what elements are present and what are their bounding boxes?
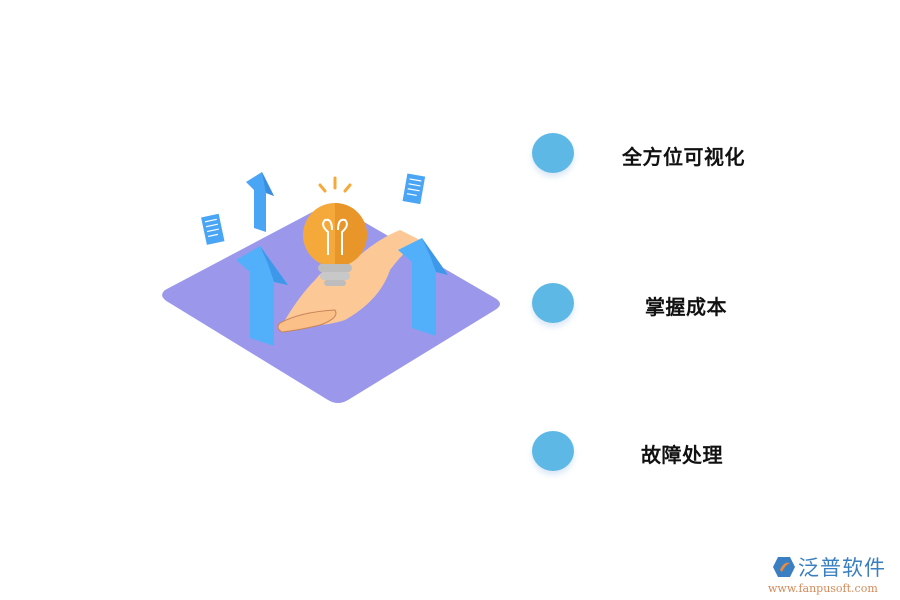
feature-item-visualization: 全方位可视化: [532, 133, 832, 177]
bullet-dot-icon: [532, 431, 574, 471]
feature-item-cost-control: 掌握成本: [532, 283, 832, 327]
brand-logo: 泛普软件 www.fanpusoft.com: [768, 552, 898, 598]
feature-label: 故障处理: [641, 443, 723, 467]
bullet-dot-icon: [532, 283, 574, 323]
brand-url: www.fanpusoft.com: [768, 582, 878, 595]
fanpu-logo-icon: [773, 557, 795, 577]
bullet-dot-icon: [532, 133, 574, 173]
feature-item-fault-handling: 故障处理: [532, 431, 832, 475]
lightbulb-hand-illustration-icon: [162, 172, 500, 403]
feature-label: 全方位可视化: [622, 145, 745, 169]
brand-name: 泛普软件: [798, 556, 886, 580]
feature-label: 掌握成本: [645, 295, 727, 319]
illustration-hand-lightbulb: [150, 160, 510, 410]
